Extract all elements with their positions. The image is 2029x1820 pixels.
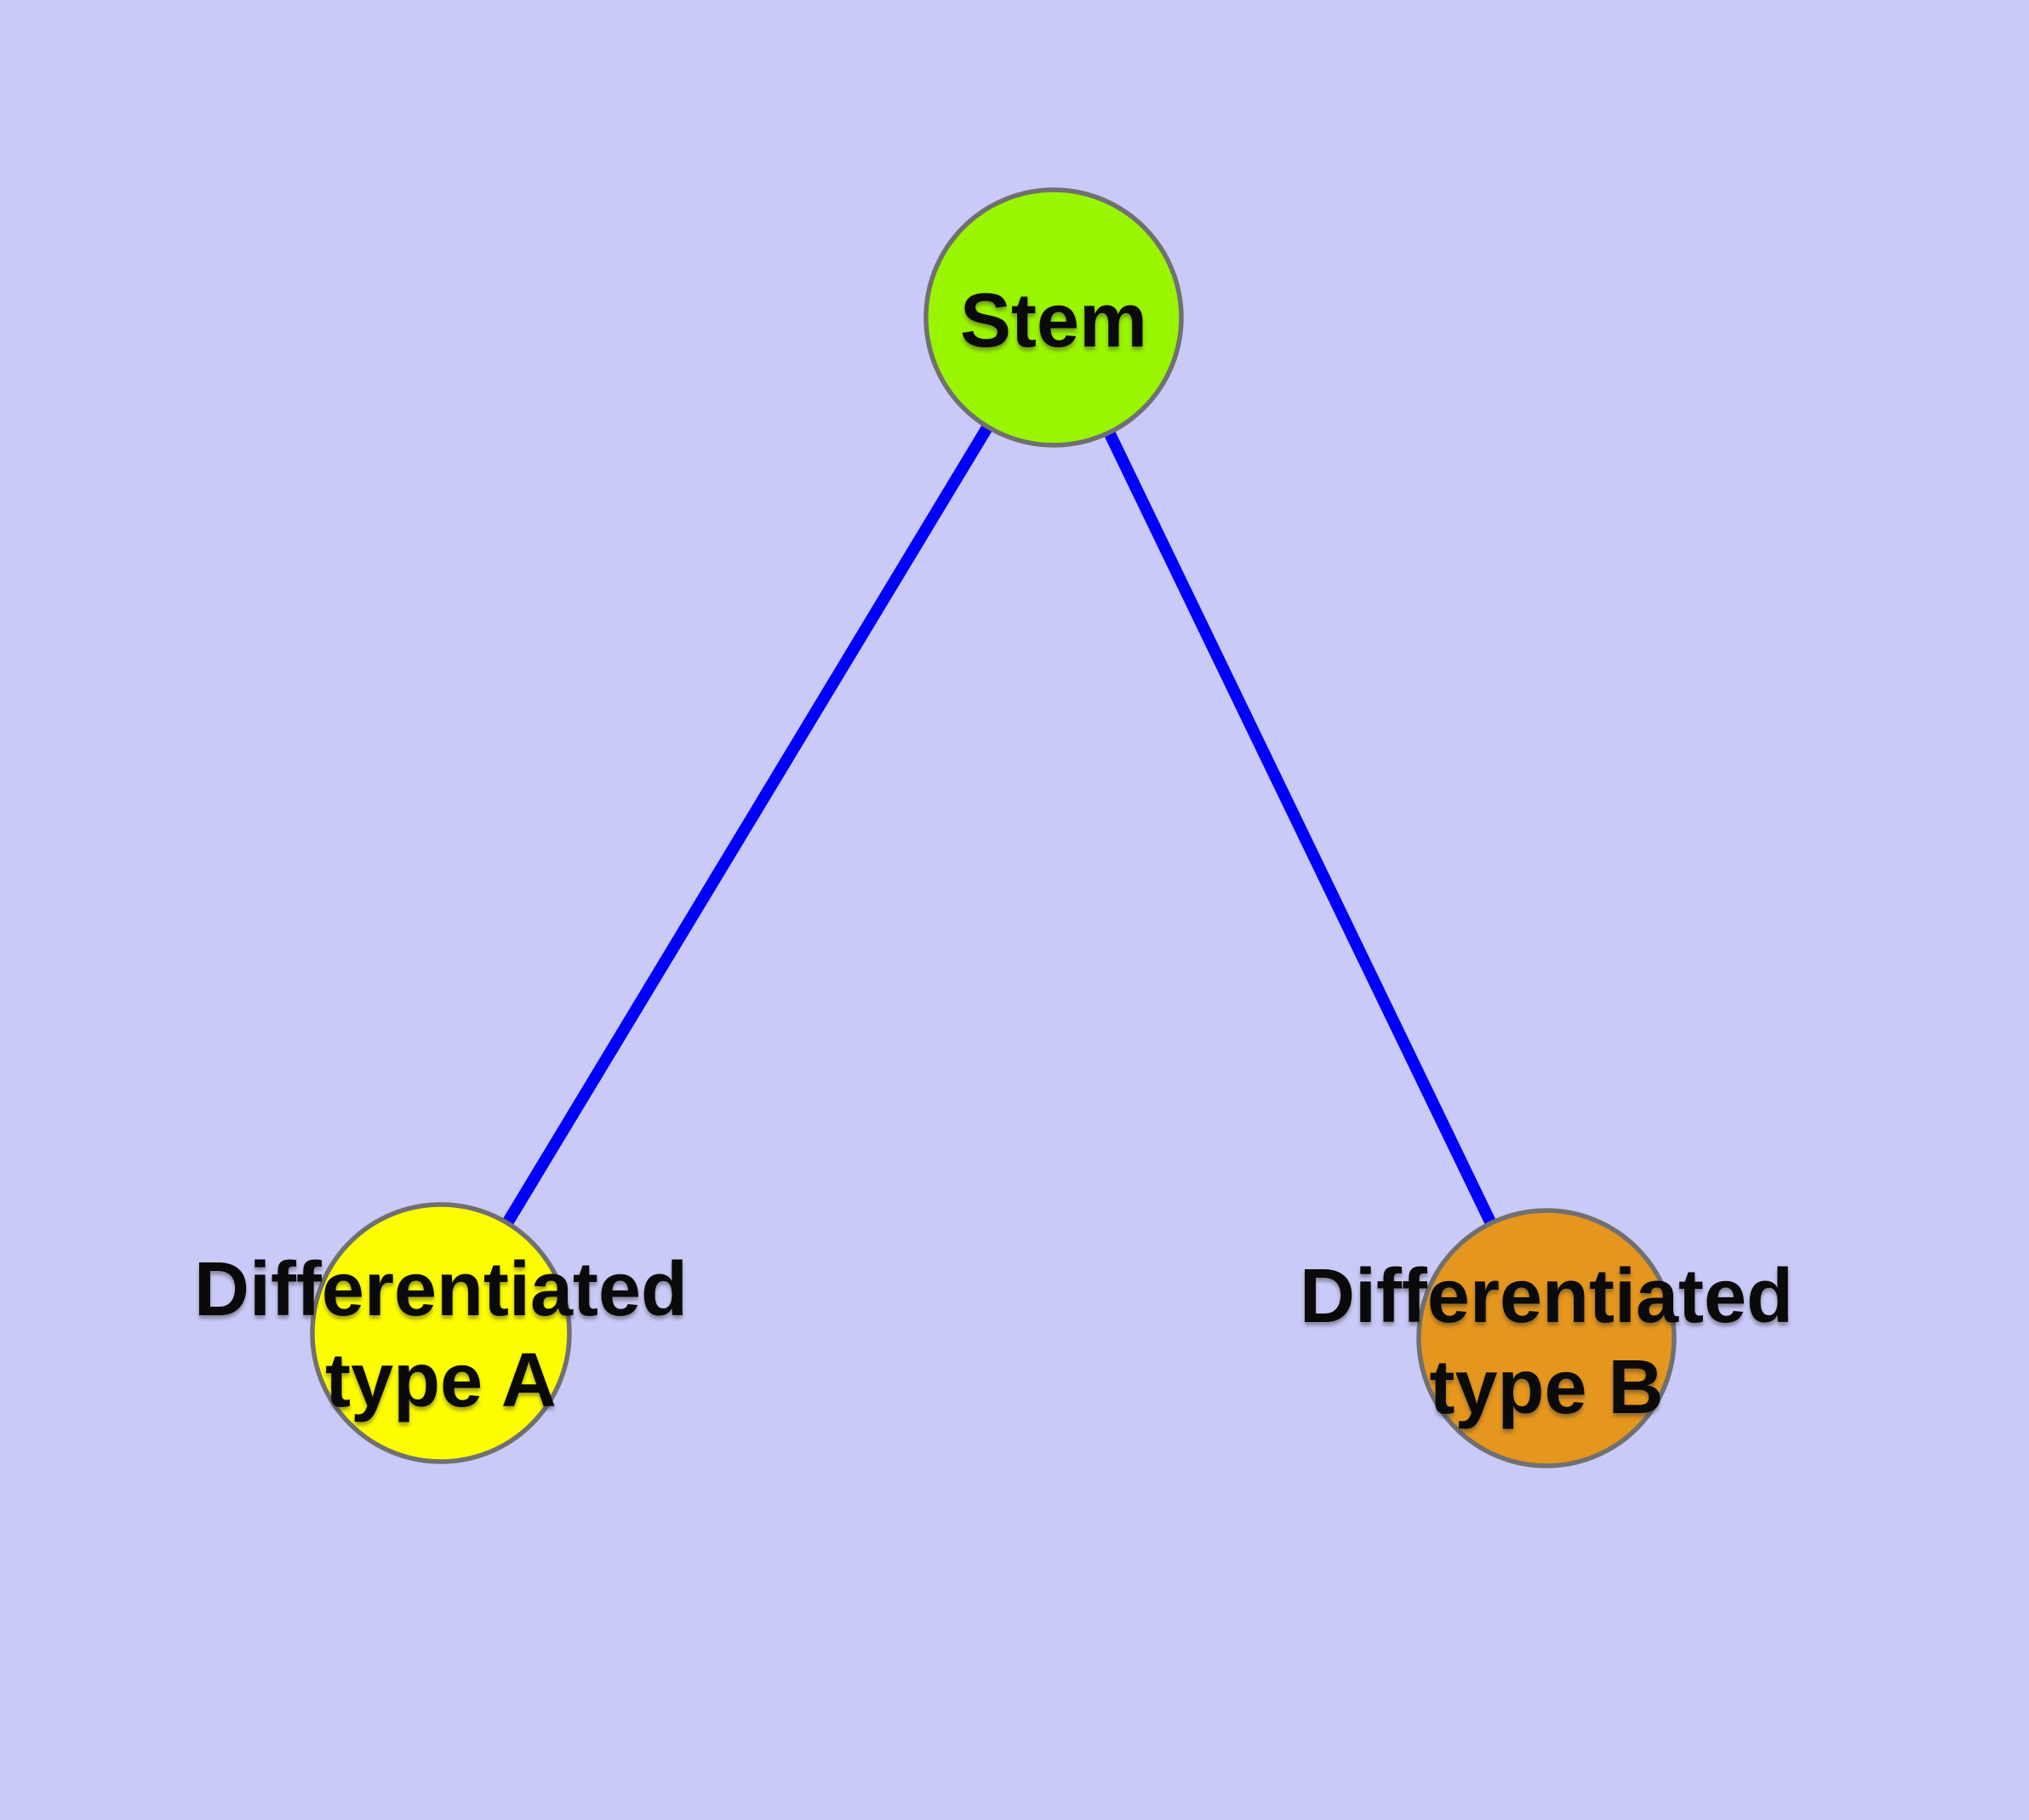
node-stem-circle [923, 187, 1184, 448]
edge-stem-to-type-a [436, 314, 1059, 1336]
node-differentiated-type-b-label-line2: type B [1429, 1345, 1663, 1430]
node-differentiated-type-b-label-line1: Differentiated [1300, 1254, 1793, 1339]
edge-stem-to-type-b [1048, 314, 1552, 1342]
node-differentiated-type-a-circle [310, 1202, 572, 1464]
node-differentiated-type-a-label-line1: Differentiated [194, 1247, 688, 1332]
node-differentiated-type-a-label-line2: type A [325, 1338, 557, 1423]
node-stem-label: Stem [960, 278, 1147, 363]
node-differentiated-type-b-circle [1416, 1208, 1677, 1468]
